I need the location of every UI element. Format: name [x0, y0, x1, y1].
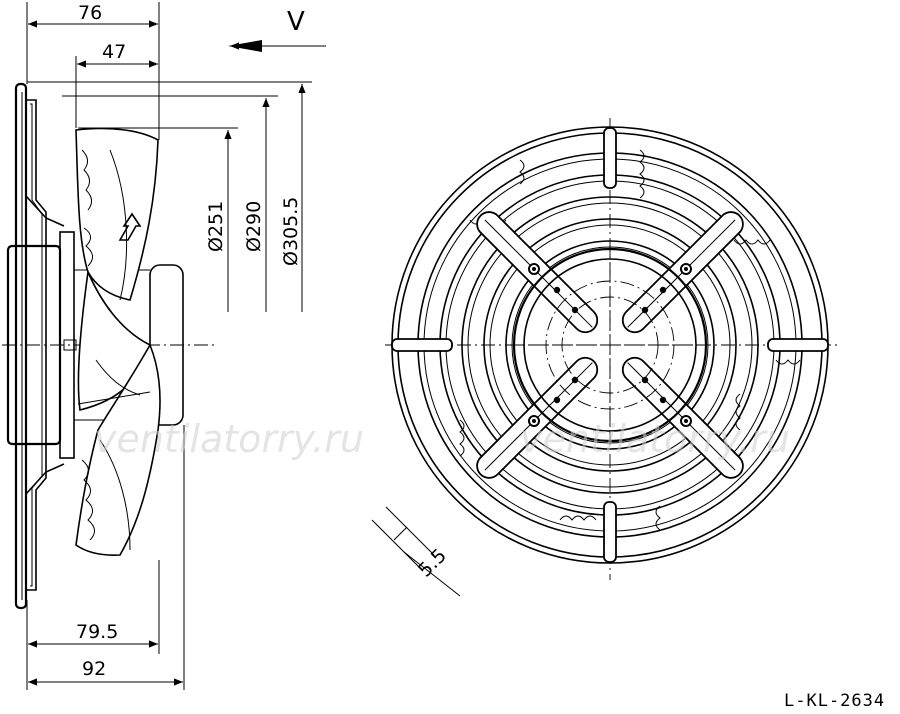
front-view: 5.5	[371, 118, 838, 597]
airflow-label: V	[287, 7, 305, 37]
dim-mount-depth: 79.5	[26, 560, 160, 690]
side-view: 76 47 Ø251 Ø290 Ø305.5	[2, 2, 326, 690]
fan-blades-front	[459, 149, 801, 531]
watermark-left: ventilatorry.ru	[94, 417, 364, 461]
fan-blades-side	[75, 127, 161, 556]
rotation-arrow-icon	[118, 212, 142, 241]
dim-label-76: 76	[78, 2, 102, 24]
dim-label-5-5: 5.5	[414, 545, 451, 582]
dim-label-47: 47	[102, 41, 126, 63]
dim-hole-size: 5.5	[371, 506, 461, 597]
dim-label-dia290: Ø290	[243, 201, 265, 252]
dim-dia-251: Ø251	[205, 130, 232, 312]
guard-bars	[391, 127, 829, 563]
drawing-reference: L-KL-2634	[784, 691, 885, 711]
dim-total-depth: 92	[28, 425, 185, 690]
dim-blade-depth: 47	[75, 41, 158, 128]
airflow-indicator: V	[228, 7, 326, 52]
dim-dia-305: Ø305.5	[280, 84, 306, 312]
dim-label-dia251: Ø251	[205, 201, 227, 252]
mounting-plate	[14, 82, 65, 610]
dim-label-92: 92	[82, 658, 106, 680]
dim-label-dia305: Ø305.5	[280, 197, 302, 266]
dim-overall-depth: 76	[26, 2, 160, 140]
dim-dia-290: Ø290	[243, 98, 270, 312]
dim-label-79-5: 79.5	[76, 621, 118, 643]
watermark-right: ventilatorry.ru	[520, 417, 790, 461]
arrow-left-icon	[228, 40, 262, 52]
motor-hub-front	[510, 245, 710, 445]
